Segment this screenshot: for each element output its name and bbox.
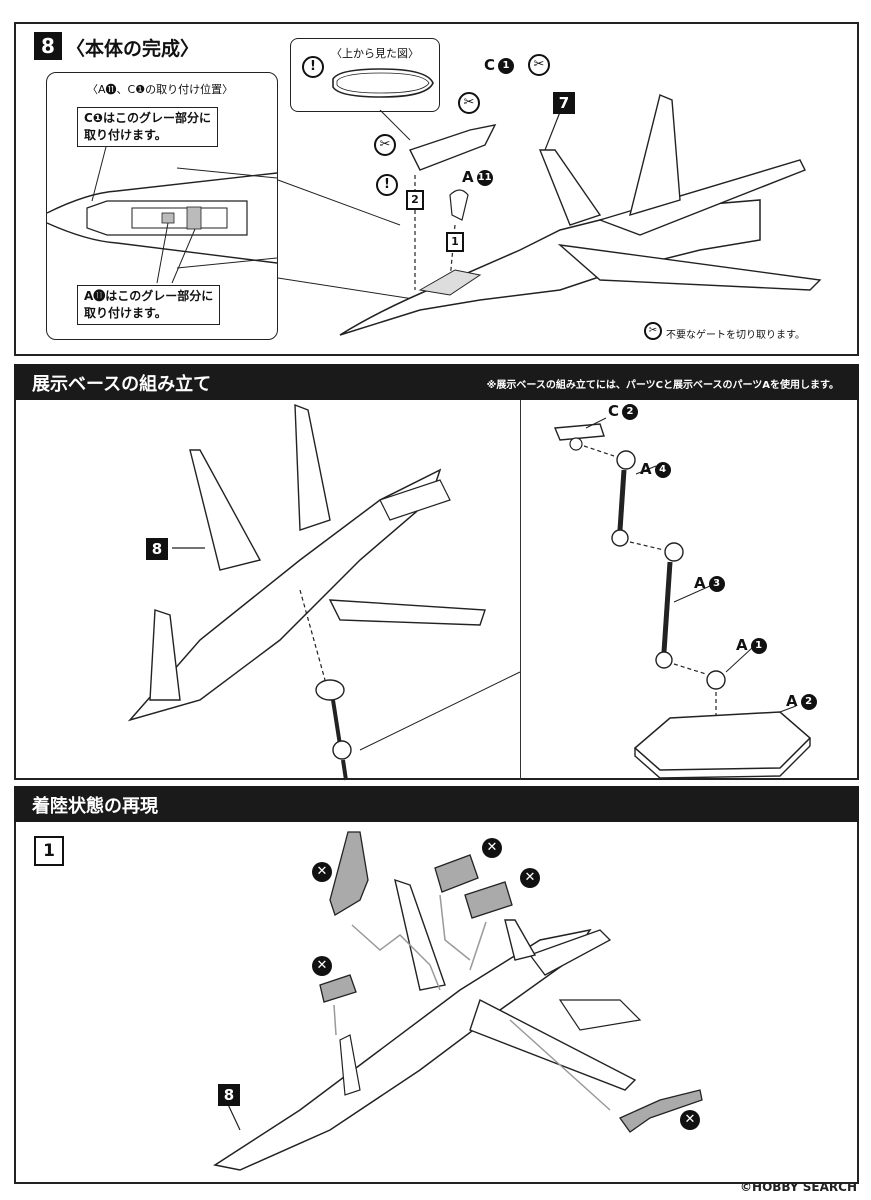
part-letter: A [462, 168, 474, 186]
gate-cut-icon: ✂ [458, 92, 480, 114]
callout-c1: C❶はこのグレー部分に 取り付けます。 [77, 107, 218, 147]
canopy-top-view-drawing [332, 68, 434, 98]
gate-cut-icon: ✂ [374, 134, 396, 156]
callout-c1-line2: 取り付けます。 [84, 128, 167, 142]
watermark: ©HOBBY SEARCH [740, 1180, 857, 1194]
part-letter: A [694, 574, 706, 592]
section-note: ※展示ベースの組み立てには、パーツCと展示ベースのパーツAを使用します。 [486, 380, 839, 391]
ref-step-badge: 7 [553, 92, 575, 114]
remove-mark-icon: ✕ [312, 956, 332, 976]
ref-step-badge: 8 [218, 1084, 240, 1106]
remove-mark-icon: ✕ [312, 862, 332, 882]
order-marker-1: 1 [446, 232, 464, 252]
section-body-completion [14, 22, 859, 356]
section-header-display-base: 展示ベースの組み立て ※展示ベースの組み立てには、パーツCと展示ベースのパーツA… [14, 364, 859, 400]
order-marker-2: 2 [406, 190, 424, 210]
part-number: 11 [476, 169, 493, 186]
part-number: 2 [622, 403, 639, 420]
part-number: 2 [800, 693, 817, 710]
section-title: 〈本体の完成〉 [66, 38, 200, 60]
part-number: 1 [498, 57, 515, 74]
base-assembly-drawing [127, 403, 812, 781]
part-letter: A [640, 460, 652, 478]
part-letter: C [484, 56, 496, 74]
callout-a11-line2: 取り付けます。 [84, 306, 167, 320]
section-title: 着陸状態の再現 [32, 796, 158, 817]
gate-cut-icon: ✂ [644, 322, 662, 340]
callout-a11: A⓫はこのグレー部分に 取り付けます。 [77, 285, 221, 325]
aircraft-assembly-drawing [277, 94, 822, 336]
section-divider [520, 400, 521, 780]
remove-mark-icon: ✕ [520, 868, 540, 888]
callout-c1-line1: C❶はこのグレー部分に [84, 111, 211, 125]
section-header-landing-state: 着陸状態の再現 [14, 786, 859, 822]
gate-note: 不要なゲートを切り取ります。 [666, 330, 805, 341]
step-number-badge: 1 [34, 836, 64, 866]
caution-icon: ! [302, 56, 324, 78]
ref-step-badge: 8 [146, 538, 168, 560]
part-letter: A [786, 692, 798, 710]
section-title: 展示ベースの組み立て [32, 374, 212, 395]
remove-mark-icon: ✕ [680, 1110, 700, 1130]
cockpit-closeup-drawing [47, 142, 278, 284]
part-number: 4 [654, 461, 671, 478]
top-view-title: 〈上から見た図〉 [331, 47, 419, 60]
part-number: 1 [750, 637, 767, 654]
step-number-badge: 8 [34, 32, 62, 60]
remove-mark-icon: ✕ [482, 838, 502, 858]
part-number: 3 [708, 575, 725, 592]
callout-a11-line1: A⓫はこのグレー部分に [84, 289, 214, 303]
caution-icon: ! [376, 174, 398, 196]
part-letter: A [736, 636, 748, 654]
inset-title: 〈A⓫、C❶の取り付け位置〉 [87, 83, 234, 96]
gate-cut-icon: ✂ [528, 54, 550, 76]
attachment-position-inset: 〈A⓫、C❶の取り付け位置〉 C❶はこのグレー部分に 取り付けます。 A⓫はこの… [46, 72, 278, 340]
section-display-base [14, 400, 859, 780]
section-landing-state [14, 822, 859, 1184]
part-letter: C [608, 402, 620, 420]
